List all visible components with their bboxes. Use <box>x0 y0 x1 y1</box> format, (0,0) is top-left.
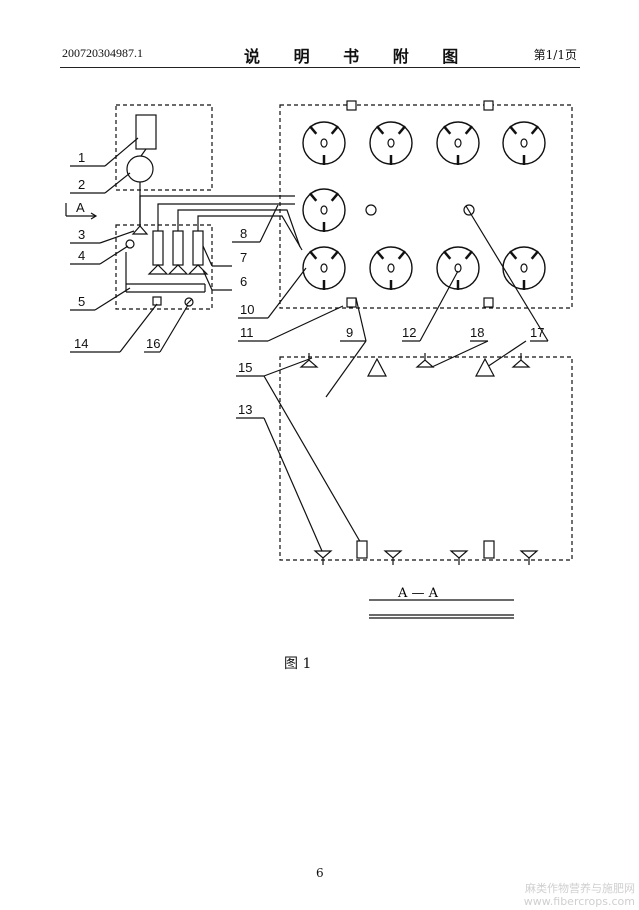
callout-3: 3 <box>78 227 85 242</box>
header-rule <box>60 67 580 68</box>
section-marker: A <box>76 200 85 215</box>
fixture-icon <box>299 353 319 368</box>
fixture-icon <box>519 550 539 565</box>
unit-3-triangle <box>131 225 149 235</box>
sprinkler-icon <box>369 246 413 290</box>
fixture-icon <box>449 550 469 565</box>
room-plan-box <box>279 104 573 309</box>
unit-4-circle <box>125 239 135 249</box>
page-indicator: 第1/1页 <box>533 48 577 62</box>
cylinder-b <box>172 230 184 266</box>
callout-4: 4 <box>78 248 85 263</box>
application-number: 200720304987.1 <box>62 46 143 60</box>
watermark: 麻类作物营养与施肥网 www.fibercrops.com <box>524 882 635 908</box>
unit-2-circle <box>126 155 154 183</box>
fixture-icon <box>415 353 435 368</box>
page-title: 说 明 书 附 图 <box>244 47 473 66</box>
sprinkler-icon <box>369 121 413 165</box>
callout-10: 10 <box>240 302 254 317</box>
watermark-line-1: 麻类作物营养与施肥网 <box>525 882 635 895</box>
callout-2: 2 <box>78 177 85 192</box>
fixture-icon <box>511 353 531 368</box>
section-view-box <box>279 356 573 561</box>
unit-16-circle <box>184 297 194 307</box>
callout-17: 17 <box>530 325 544 340</box>
sprinkler-icon <box>302 246 346 290</box>
callout-12: 12 <box>402 325 416 340</box>
cylinder-c <box>192 230 204 266</box>
callout-11: 11 <box>240 325 254 340</box>
callout-8: 8 <box>240 226 247 241</box>
sprinkler-icon <box>436 121 480 165</box>
cylinder-a <box>152 230 164 266</box>
sprinkler-icon <box>302 121 346 165</box>
fixture-icon <box>313 550 333 565</box>
unit-1-box <box>135 114 157 150</box>
callout-16: 16 <box>146 336 160 351</box>
sprinkler-icon <box>502 246 546 290</box>
callout-1: 1 <box>78 150 85 165</box>
section-caption: A — A <box>397 586 439 601</box>
callout-13: 13 <box>238 402 252 417</box>
sprinkler-icon <box>302 188 346 232</box>
fixture-icon <box>383 550 403 565</box>
control-box-bottom <box>115 224 213 310</box>
callout-6: 6 <box>240 274 247 289</box>
watermark-line-2: www.fibercrops.com <box>523 895 635 908</box>
callout-14: 14 <box>74 336 88 351</box>
callout-18: 18 <box>470 325 484 340</box>
callout-7: 7 <box>240 250 247 265</box>
figure-caption: 图 1 <box>284 656 312 672</box>
callout-9: 9 <box>346 325 353 340</box>
callout-15: 15 <box>238 360 252 375</box>
page-number: 6 <box>316 866 324 880</box>
sprinkler-icon <box>502 121 546 165</box>
sprinkler-icon <box>436 246 480 290</box>
unit-14-square <box>152 296 162 306</box>
callout-5: 5 <box>78 294 85 309</box>
